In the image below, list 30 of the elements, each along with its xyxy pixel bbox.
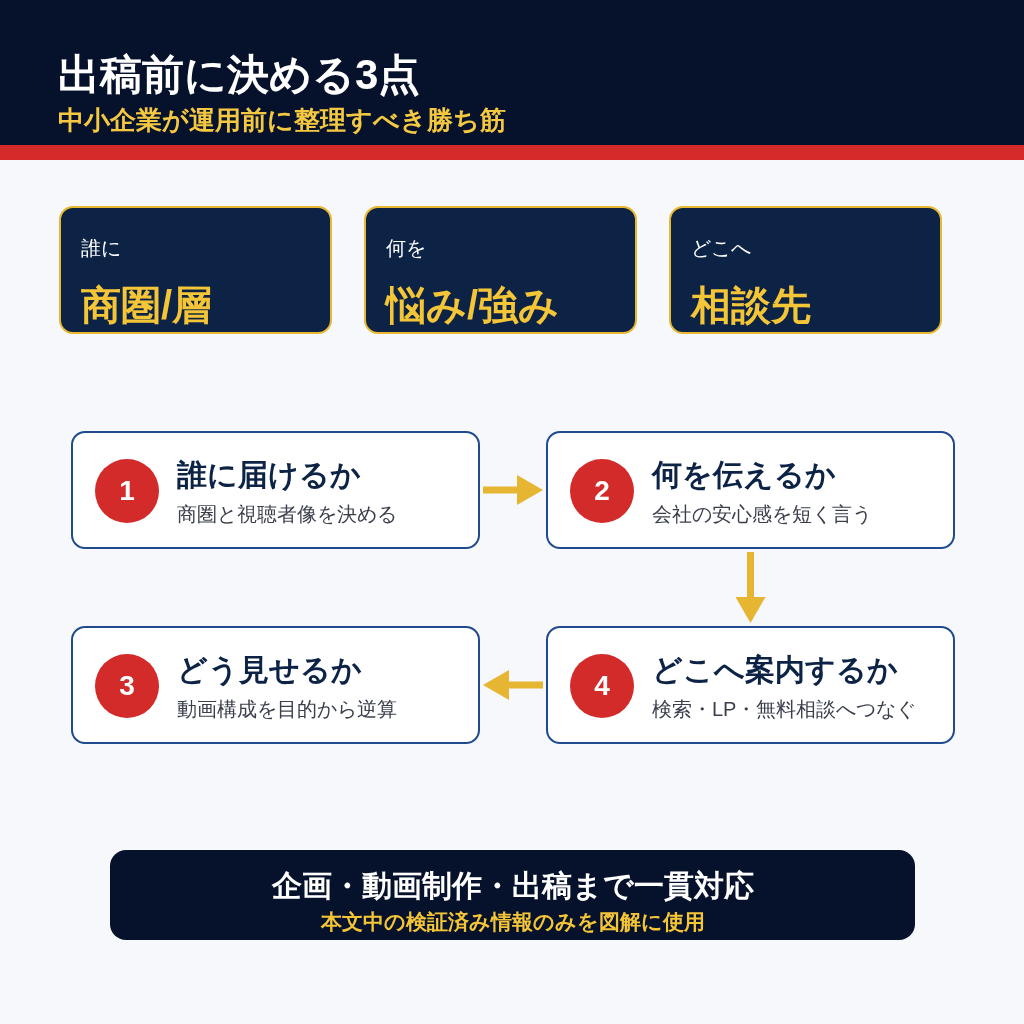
step-number: 2 xyxy=(570,459,634,523)
card-value: 商圏/層 xyxy=(81,282,213,329)
title: 出稿前に決める3点 xyxy=(58,50,421,100)
step-title: どう見せるか xyxy=(177,652,362,688)
step-description: 会社の安心感を短く言う xyxy=(652,502,872,526)
category-card xyxy=(59,206,332,334)
step-number: 1 xyxy=(95,459,159,523)
step-description: 検索・LP・無料相談へつなぐ xyxy=(652,697,917,721)
step-card xyxy=(546,626,955,744)
category-card xyxy=(669,206,942,334)
step-number: 4 xyxy=(570,654,634,718)
card-label: 何を xyxy=(386,236,426,260)
step-card xyxy=(546,431,955,549)
card-label: どこへ xyxy=(691,236,751,260)
step-description: 動画構成を目的から逆算 xyxy=(177,697,397,721)
step-number: 3 xyxy=(95,654,159,718)
card-value: 相談先 xyxy=(691,282,811,329)
category-card xyxy=(364,206,637,334)
step-title: 何を伝えるか xyxy=(652,457,836,493)
card-label: 誰に xyxy=(81,236,121,260)
banner-headline: 企画・動画制作・出稿まで一貫対応 xyxy=(271,868,754,904)
step-title: どこへ案内するか xyxy=(652,652,898,688)
banner-note: 本文中の検証済み情報のみを図解に使用 xyxy=(320,909,705,935)
step-title: 誰に届けるか xyxy=(177,457,361,493)
step-description: 商圏と視聴者像を決める xyxy=(177,502,397,526)
subtitle: 中小企業が運用前に整理すべき勝ち筋 xyxy=(58,105,506,137)
card-value: 悩み/強み xyxy=(386,282,560,329)
step-card xyxy=(71,431,480,549)
footer-banner xyxy=(110,850,915,940)
step-card xyxy=(71,626,480,744)
